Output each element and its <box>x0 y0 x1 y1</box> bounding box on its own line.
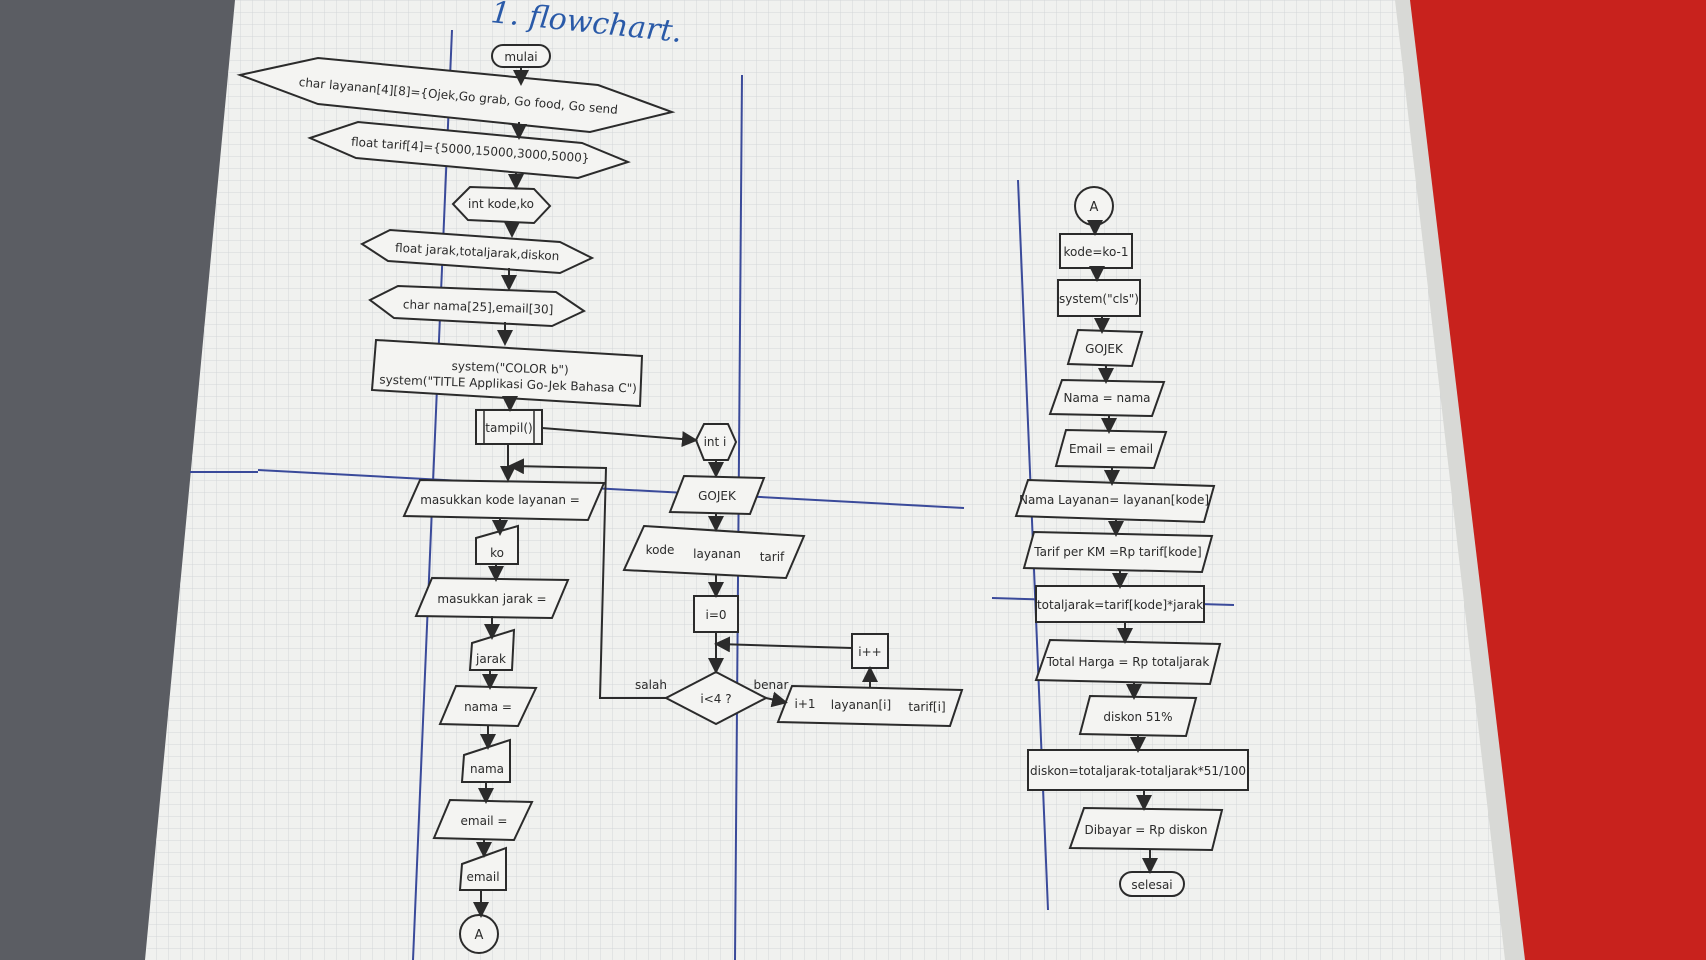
input-nama-label: nama <box>470 762 504 776</box>
tampil-process <box>475 409 543 445</box>
system-cls-label: system("cls") <box>1059 292 1139 306</box>
out-email-label: Email = email <box>1069 442 1153 456</box>
out-nama-shape <box>1048 378 1166 418</box>
out-layanan-shape <box>1014 478 1216 524</box>
table-header-shape <box>622 524 806 580</box>
out-total-shape <box>1034 638 1222 686</box>
row-tarif-label: tarif[i] <box>908 700 945 714</box>
input-jarak-label: jarak <box>475 652 506 666</box>
gojek-header-shape <box>668 474 766 516</box>
prompt-kode-shape <box>402 478 606 522</box>
table-header-kode: kode <box>646 543 675 557</box>
prompt-nama-shape <box>438 684 538 728</box>
decl-jarak-shape <box>359 228 595 275</box>
tampil-label: tampil() <box>485 421 532 435</box>
table-row-output <box>776 684 964 728</box>
prompt-email-label: email = <box>461 814 508 828</box>
out-tarif-shape <box>1022 530 1214 574</box>
decl-nama-label: char nama[25],email[30] <box>403 297 554 316</box>
gojek-header-label: GOJEK <box>698 489 737 503</box>
system-color-label: system("COLOR b") <box>451 359 569 377</box>
decl-kode-shape <box>451 185 552 225</box>
out-bayar-shape <box>1068 806 1224 852</box>
end-label: selesai <box>1131 878 1172 892</box>
table-header-layanan: layanan <box>693 547 741 561</box>
connector-a-top-label: A <box>1090 200 1099 215</box>
system-process-box <box>370 338 644 408</box>
calc-total-label: totaljarak=tarif[kode]*jarak <box>1037 598 1203 612</box>
system-cls-process <box>1057 279 1141 317</box>
calc-total-process <box>1035 585 1205 623</box>
decl-tarif-shape <box>307 120 631 180</box>
out-email-shape <box>1054 428 1168 470</box>
prompt-email-shape <box>432 798 534 842</box>
prompt-kode-label: masukkan kode layanan = <box>420 493 580 507</box>
decision-label: i<4 ? <box>700 692 731 706</box>
prompt-nama-label: nama = <box>464 700 512 714</box>
true-branch-label: benar <box>754 678 789 692</box>
row-index-label: i+1 <box>794 697 815 711</box>
calc-diskon-label: diskon=totaljarak-totaljarak*51/100 <box>1030 764 1246 778</box>
out-diskon-label: diskon 51% <box>1103 710 1172 724</box>
decl-kode-label: int kode,ko <box>468 197 534 211</box>
table-header-tarif: tarif <box>760 550 785 564</box>
init-i-process <box>693 595 739 633</box>
connector-a-bottom-label: A <box>475 928 484 943</box>
main-flow: mulai char layanan[4][8]={Ojek,Go grab, … <box>236 44 676 954</box>
init-i-label: i=0 <box>705 608 726 622</box>
decl-layanan-shape <box>236 56 676 134</box>
prompt-jarak-label: masukkan jarak = <box>437 592 546 606</box>
increment-label: i++ <box>858 645 881 659</box>
out-diskon-shape <box>1078 694 1198 738</box>
out-nama-label: Nama = nama <box>1063 391 1150 405</box>
decl-nama-shape <box>368 284 587 328</box>
output-flow: A kode=ko-1 system("cls") GOJEK Nama = n… <box>1014 186 1249 897</box>
false-branch-label: salah <box>635 678 667 692</box>
decl-i-shape <box>694 423 738 461</box>
out-bayar-label: Dibayar = Rp diskon <box>1084 823 1207 837</box>
start-label: mulai <box>504 50 537 64</box>
loop-decision <box>663 670 769 726</box>
input-ko-label: ko <box>490 546 504 560</box>
prompt-jarak-shape <box>414 576 570 620</box>
row-layanan-label: layanan[i] <box>831 698 891 712</box>
decl-i-label: int i <box>704 435 727 449</box>
out-total-label: Total Harga = Rp totaljarak <box>1046 655 1210 669</box>
input-jarak-shape <box>468 628 516 671</box>
out-tarif-label: Tarif per KM =Rp tarif[kode] <box>1033 545 1201 559</box>
input-email-label: email <box>466 870 499 884</box>
gojek-title-label: GOJEK <box>1085 342 1124 356</box>
gojek-title-output <box>1066 328 1144 368</box>
tampil-subroutine: int i GOJEK kode layanan tarif i=0 i<4 ?… <box>508 423 964 728</box>
increment-process <box>851 633 889 669</box>
out-layanan-label: Nama Layanan= layanan[kode] <box>1019 493 1209 507</box>
kode-assign-label: kode=ko-1 <box>1064 245 1129 259</box>
